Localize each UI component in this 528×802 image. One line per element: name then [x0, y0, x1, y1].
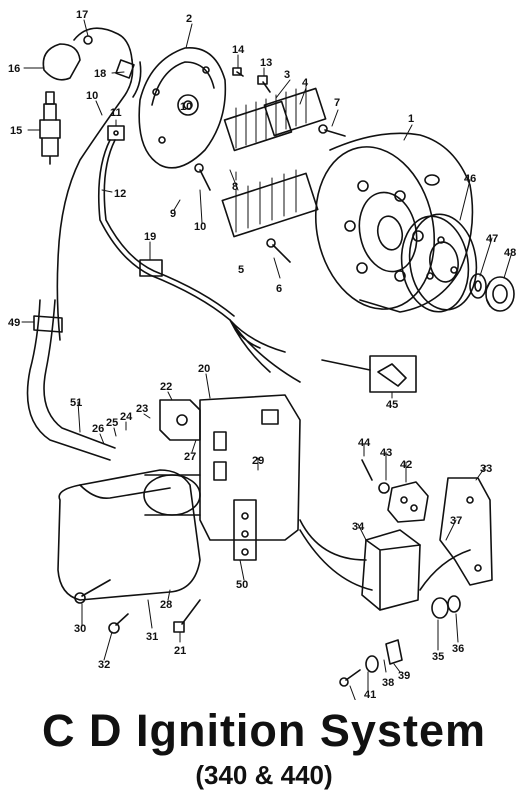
ignition-coil: [263, 85, 327, 137]
callout-1: 1: [408, 113, 414, 125]
callout-9: 9: [170, 208, 176, 220]
diagram-subtitle: (340 & 440): [195, 760, 333, 790]
callout-15: 15: [10, 125, 22, 137]
callout-31: 31: [146, 631, 158, 643]
connector-housing: [387, 481, 429, 523]
small-hardware: [339, 459, 461, 687]
callout-47: 47: [486, 233, 498, 245]
callout-28: 28: [160, 599, 172, 611]
callout-33: 33: [480, 463, 492, 475]
regulator-wires: [299, 519, 471, 591]
callout-11: 11: [110, 107, 122, 119]
callout-18: 18: [94, 68, 106, 80]
mounting-plate: [199, 394, 301, 541]
callout-13: 13: [260, 57, 272, 69]
callout-38: 38: [382, 677, 394, 689]
callout-36: 36: [452, 643, 464, 655]
callout-37: 37: [450, 515, 462, 527]
callout-48: 48: [504, 247, 516, 259]
callout-30: 30: [74, 623, 86, 635]
flywheel: [314, 132, 474, 313]
leader-lines: [21, 19, 513, 700]
generating-coil: [223, 95, 293, 152]
high-tension-lead: [56, 59, 142, 341]
flywheel-nut: [485, 276, 515, 312]
callout-26: 26: [92, 423, 104, 435]
callout-17: 17: [76, 9, 88, 21]
cd-module: [57, 469, 201, 601]
callout-45: 45: [386, 399, 398, 411]
voltage-regulator: [361, 529, 421, 611]
callout-34: 34: [352, 521, 365, 533]
callout-2: 2: [186, 13, 192, 25]
callout-39: 39: [398, 670, 410, 682]
callout-16: 16: [8, 63, 20, 75]
callout-22: 22: [160, 381, 172, 393]
callout-10c: 10: [194, 221, 206, 233]
callout-10b: 10: [180, 101, 192, 113]
callout-6: 6: [276, 283, 282, 295]
lead-bracket: [107, 125, 125, 141]
exploded-parts-diagram: 1 2 3 4 5 6 7 8 9 10 10 10 11 12 13 14 1…: [8, 9, 516, 700]
protective-tube: [26, 299, 116, 461]
callout-29: 29: [252, 455, 264, 467]
lock-washer: [469, 273, 487, 299]
callout-labels: 1 2 3 4 5 6 7 8 9 10 10 10 11 12 13 14 1…: [8, 9, 516, 700]
regulator-bracket: [439, 477, 493, 586]
starter-pulley: [400, 213, 478, 313]
callout-10a: 10: [86, 90, 98, 102]
callout-5: 5: [238, 264, 244, 276]
callout-24: 24: [120, 411, 133, 423]
callout-41: 41: [364, 689, 376, 700]
callout-49: 49: [8, 317, 20, 329]
callout-23: 23: [136, 403, 148, 415]
coil-bracket: [159, 399, 201, 441]
callout-19: 19: [144, 231, 156, 243]
diagram-title: C D Ignition System: [41, 705, 487, 756]
callout-50: 50: [236, 579, 248, 591]
callout-42: 42: [400, 459, 412, 471]
callout-25: 25: [106, 417, 118, 429]
callout-44: 44: [358, 437, 371, 449]
callout-7: 7: [334, 97, 340, 109]
terminal-block: [233, 499, 257, 561]
callout-21: 21: [174, 645, 186, 657]
callout-46: 46: [464, 173, 476, 185]
spark-plug: [39, 91, 61, 165]
callout-35: 35: [432, 651, 444, 663]
module-screws: [74, 579, 201, 634]
callout-27: 27: [184, 451, 196, 463]
callout-51: 51: [70, 397, 82, 409]
armature-plate: [138, 47, 227, 169]
wiring-harness: [97, 139, 301, 383]
callout-12: 12: [114, 188, 126, 200]
callout-4: 4: [302, 77, 309, 89]
armature-screws: [194, 67, 346, 263]
callout-8: 8: [232, 181, 238, 193]
callout-14: 14: [232, 44, 245, 56]
callout-32: 32: [98, 659, 110, 671]
lighting-coil: [221, 169, 319, 238]
connector-detail: [321, 355, 417, 393]
callout-43: 43: [380, 447, 392, 459]
callout-3: 3: [284, 69, 290, 81]
callout-20: 20: [198, 363, 210, 375]
